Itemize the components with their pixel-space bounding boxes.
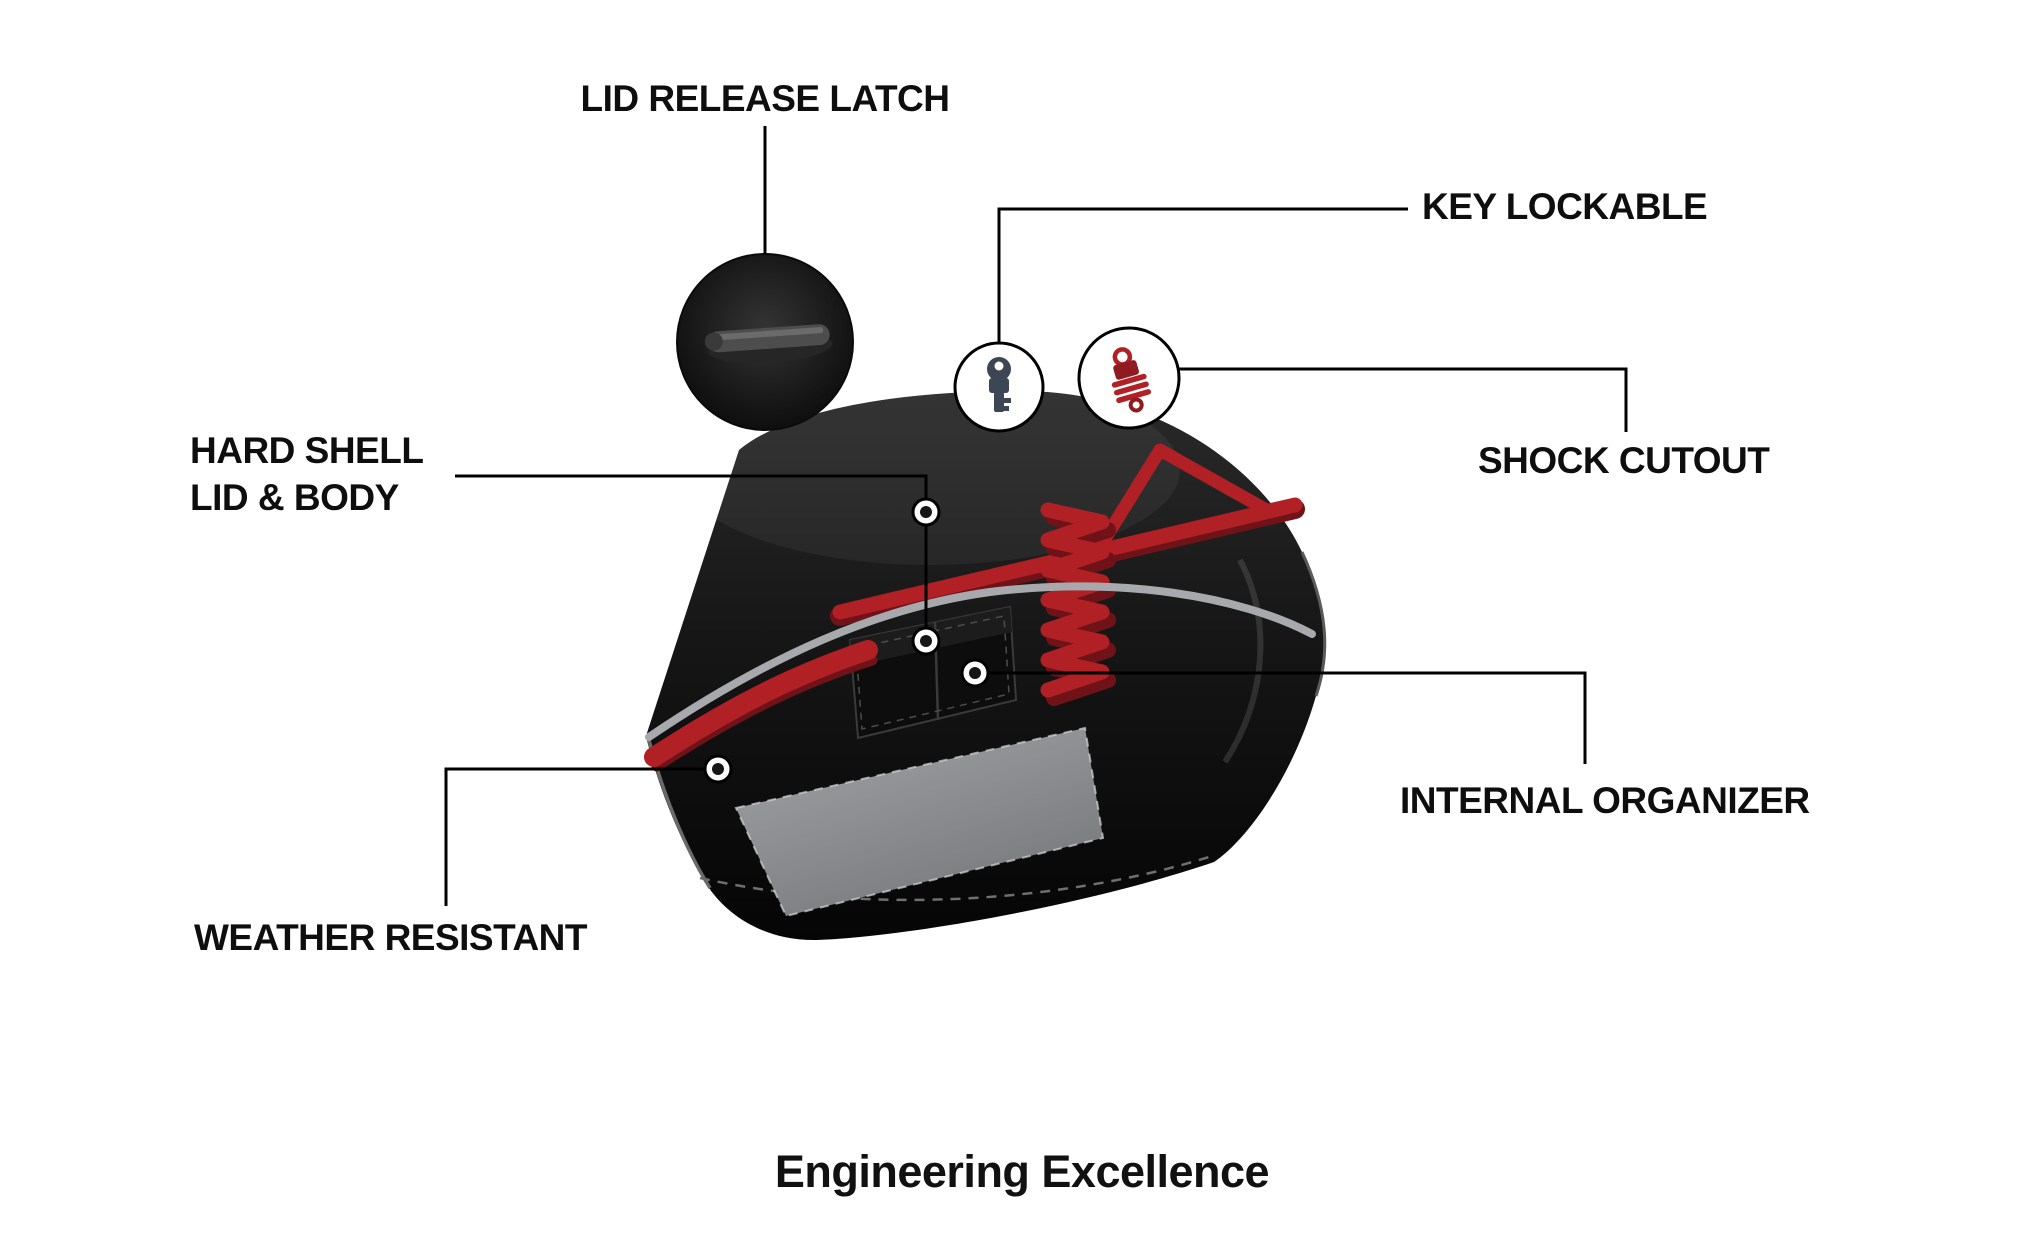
label-weather-resistant: WEATHER RESISTANT (194, 917, 588, 958)
anchor-dot-hard-shell-lid (911, 497, 941, 527)
floor-surface (736, 728, 1103, 916)
red-accent-stripe (644, 640, 878, 767)
leader-line-shock-cutout (1178, 367, 1628, 432)
leader-line-weather-resistant (444, 767, 705, 906)
bottom-stitching (699, 854, 1213, 902)
shock-coil-3 (1116, 389, 1152, 404)
frame-bar-diagonal-right (1153, 443, 1277, 519)
key-shaft (994, 392, 1004, 412)
label-shock-cutout: SHOCK CUTOUT (1478, 440, 1770, 481)
shock-absorber-icon (1111, 347, 1152, 413)
label-key-lockable: KEY LOCKABLE (1422, 186, 1708, 227)
latch-lever-highlight (713, 327, 824, 341)
leader-line-internal-organizer (988, 671, 1587, 764)
right-edge-piping (1300, 551, 1327, 697)
lid-seam-stripe (645, 582, 1316, 741)
anchor-dot-internal-organizer (960, 658, 990, 688)
key-tooth-1 (1003, 398, 1011, 403)
key-icon (987, 357, 1011, 412)
leader-line-key-lockable (997, 207, 1408, 343)
leader-line-hard-shell (455, 474, 928, 641)
accent-stripes (644, 582, 1316, 772)
label-internal-organizer: INTERNAL ORGANIZER (1400, 780, 1810, 821)
key-body (989, 378, 1009, 393)
shock-spring (1040, 502, 1116, 706)
anchor-dots (703, 497, 990, 784)
shock-coil-2 (1114, 381, 1149, 396)
label-hard-shell-line2: LID & BODY (190, 476, 399, 518)
shock-cylinder (1113, 360, 1139, 380)
anchor-dot-weather-resistant (703, 754, 733, 784)
floor-panel (734, 726, 1105, 918)
right-reflection (1222, 558, 1264, 764)
latch-pivot (704, 332, 723, 351)
lid-latch-inset-icon (676, 253, 854, 431)
shock-cutout-circle (1077, 326, 1181, 430)
label-lid-release-latch: LID RELEASE LATCH (580, 78, 950, 119)
label-hard-shell: HARD SHELL LID & BODY (190, 428, 424, 522)
shock-bottom-eyelet (1128, 397, 1144, 413)
leader-lines (444, 126, 1628, 906)
page-title: Engineering Excellence (774, 1146, 1270, 1197)
floor-stitching (734, 726, 1105, 918)
key-tooth-2 (1003, 406, 1009, 411)
organizer-stitching (855, 615, 1010, 730)
anchor-dot-hard-shell-body (911, 626, 941, 656)
shock-spring-coil (1040, 502, 1110, 698)
key-lockable-circle (953, 341, 1045, 433)
latch-handle (704, 324, 833, 364)
shock-coil-1 (1111, 373, 1147, 388)
key-bow-hole (994, 361, 1004, 371)
label-hard-shell-line1: HARD SHELL (190, 430, 424, 471)
